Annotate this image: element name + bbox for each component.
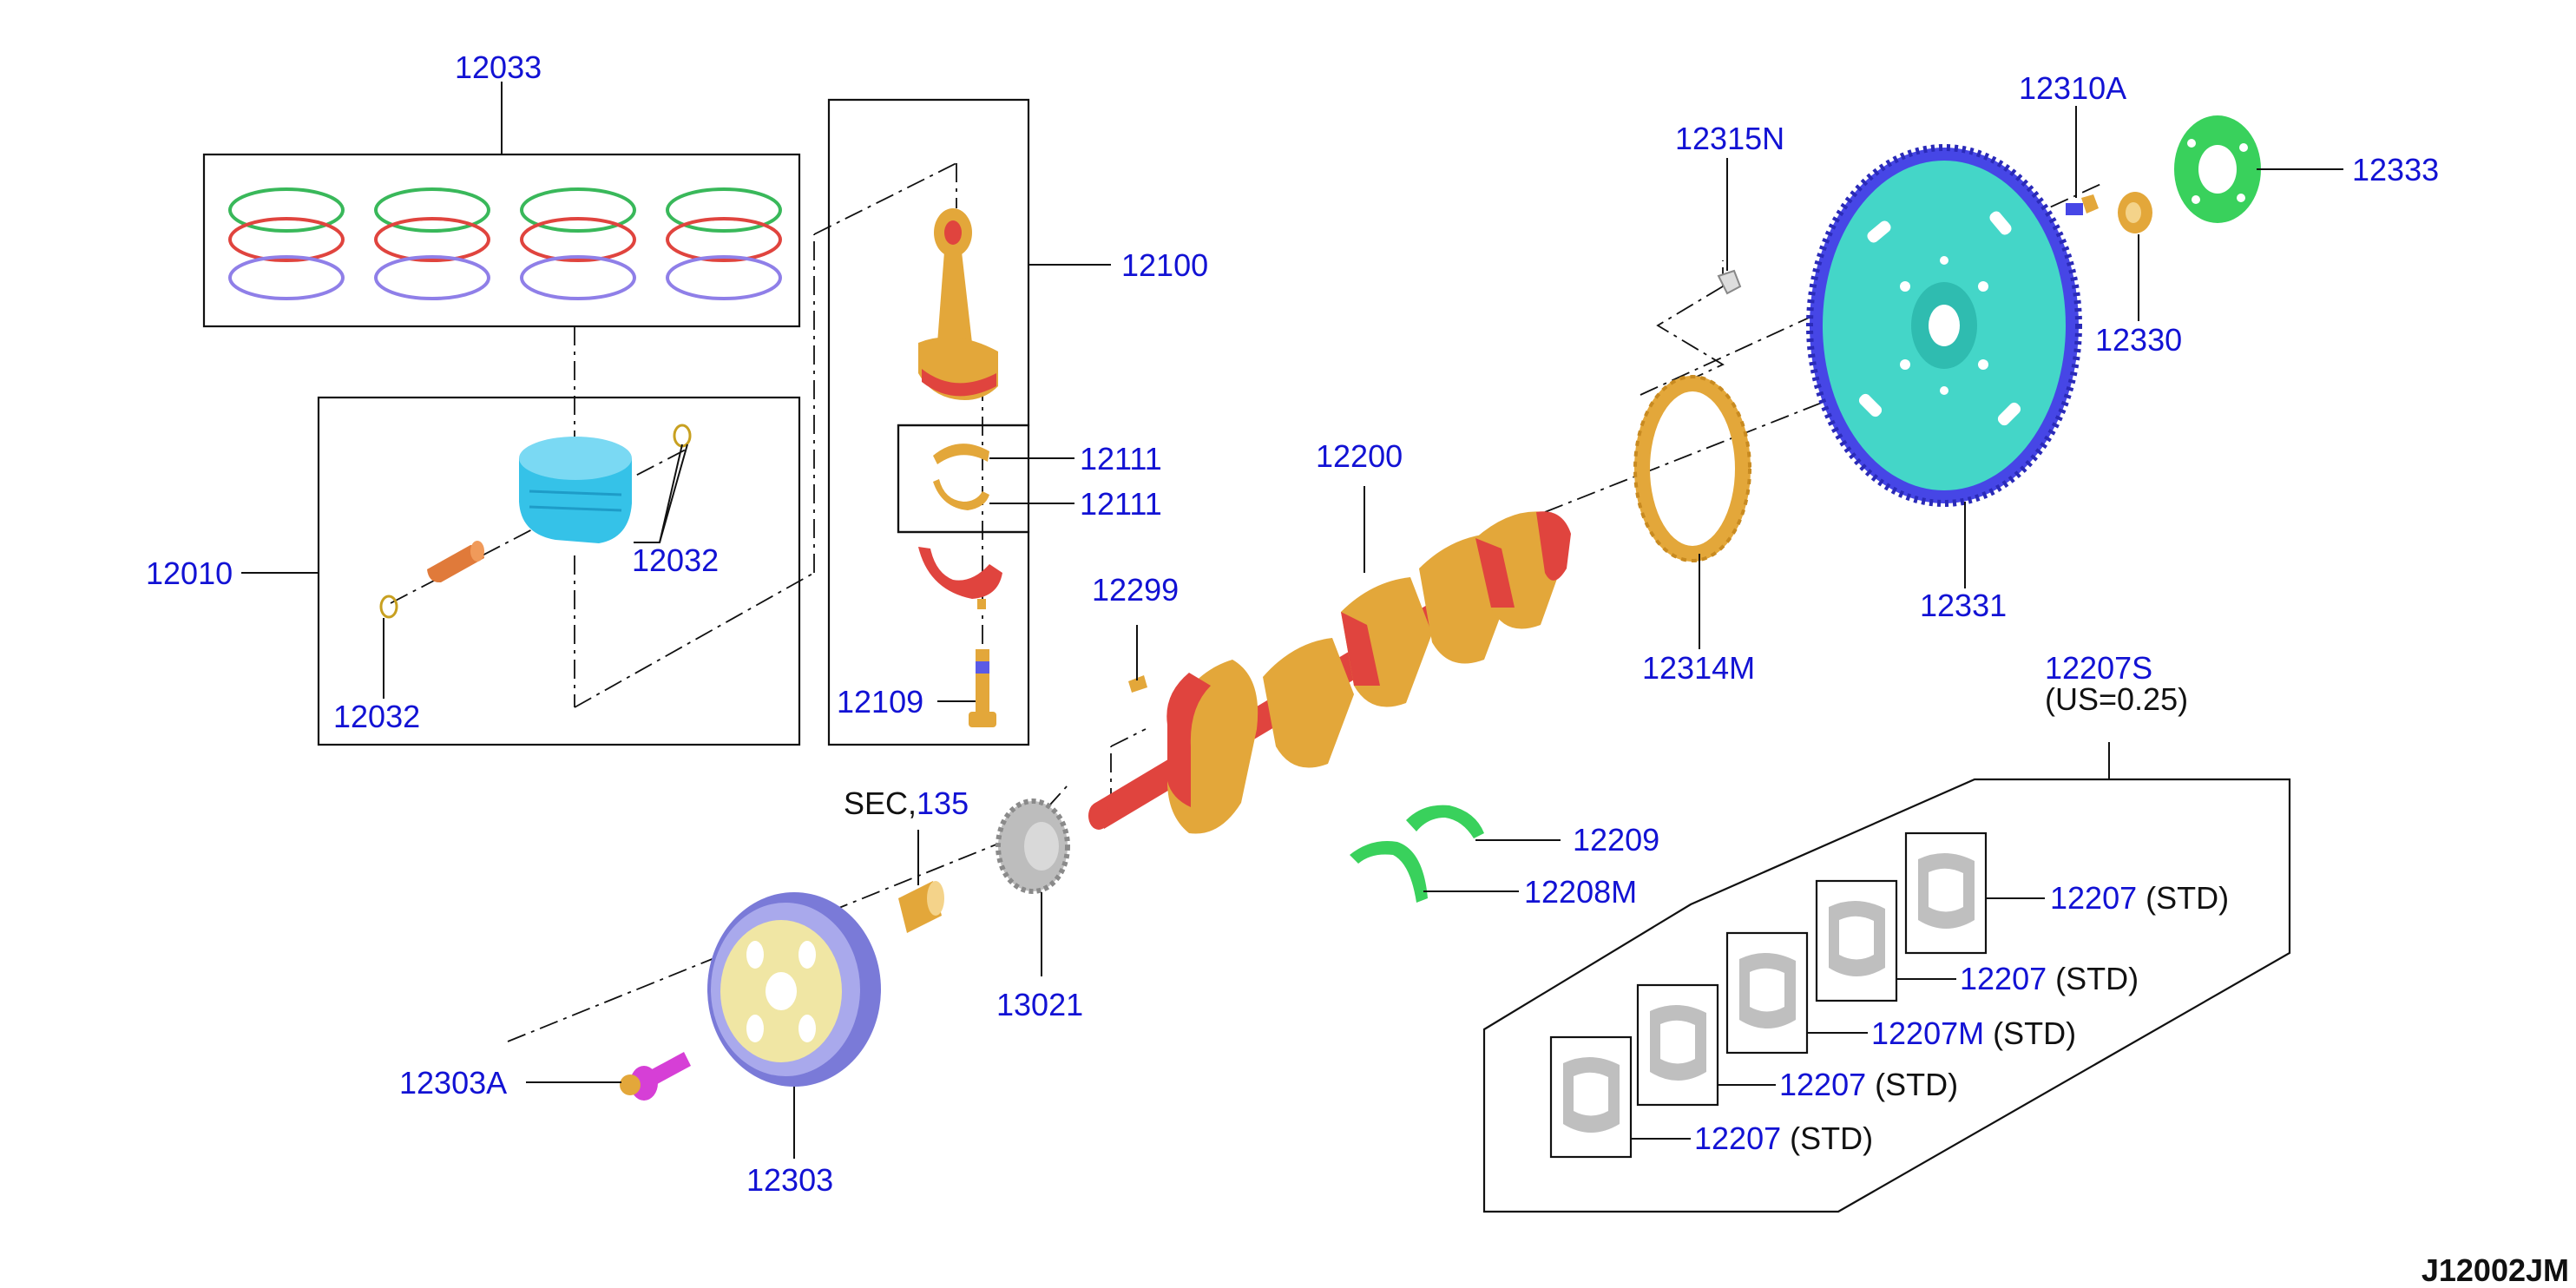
main-bearing-row-4[interactable]: 12207 (STD): [1779, 1067, 1958, 1102]
label-snap-ring-left[interactable]: 12032: [333, 699, 420, 734]
main-bearing-grade-3: (STD): [1993, 1015, 2076, 1051]
label-crankshaft[interactable]: 12200: [1316, 438, 1403, 474]
leader-lines: [241, 82, 2343, 1159]
main-bearing-part-1[interactable]: 12207: [2050, 880, 2137, 916]
drive-plate[interactable]: [1806, 144, 2082, 507]
crankshaft-key[interactable]: [1128, 675, 1147, 693]
label-conrod[interactable]: 12100: [1121, 247, 1208, 283]
main-bearing-grade-1: (STD): [2146, 880, 2229, 916]
label-piston-rings[interactable]: 12033: [455, 49, 542, 85]
label-drive-plate[interactable]: 12331: [1920, 588, 2007, 623]
label-pulley[interactable]: 12303: [746, 1162, 833, 1198]
label-piston[interactable]: 12010: [146, 555, 233, 591]
main-bearing-part-5[interactable]: 12207: [1694, 1120, 1781, 1156]
conrod-bearing-upper[interactable]: [933, 444, 989, 464]
main-bearing-shell-4[interactable]: [1636, 983, 1719, 1107]
main-bearing-shell-2[interactable]: [1815, 879, 1898, 1002]
main-bearing-row-3[interactable]: 12207M(STD): [1871, 1015, 2076, 1051]
sec-prefix: SEC,: [844, 785, 917, 821]
label-conrod-bolt[interactable]: 12109: [837, 684, 923, 720]
main-bearing-part-3[interactable]: 12207M: [1871, 1015, 1984, 1051]
main-bearing-row-5[interactable]: 12207(STD): [1694, 1120, 1873, 1156]
label-plate[interactable]: 12333: [2352, 152, 2439, 187]
thrust-washer-lower[interactable]: [1350, 841, 1428, 903]
conrod-cap[interactable]: [918, 547, 1002, 599]
reluctor-ring[interactable]: [1633, 375, 1751, 562]
bushing[interactable]: [2118, 192, 2152, 233]
flywheel-bolt[interactable]: [1717, 269, 1742, 295]
conrod-bolt[interactable]: [969, 599, 996, 727]
label-thrust-lower[interactable]: 12208M: [1524, 874, 1637, 910]
label-bushing[interactable]: 12330: [2095, 322, 2182, 358]
main-bearing-part-2[interactable]: 12207: [1960, 961, 2047, 996]
conrod-bearing-lower[interactable]: [933, 479, 989, 510]
main-bearing-shell-3[interactable]: [1725, 931, 1809, 1055]
snap-ring-right[interactable]: [673, 424, 692, 448]
label-pulley-bolt[interactable]: 12303A: [399, 1065, 507, 1101]
bushing-bolt[interactable]: [2066, 194, 2099, 215]
main-bearing-grade-2: (STD): [2055, 961, 2139, 996]
main-bearing-row-1[interactable]: 12207(STD): [2050, 880, 2229, 916]
label-sprocket[interactable]: 13021: [996, 987, 1083, 1022]
main-bearing-shells: [1549, 831, 1988, 1159]
main-bearing-grade-4: (STD): [1875, 1067, 1958, 1102]
spacer-plate[interactable]: [2174, 115, 2261, 223]
label-bearing-lower[interactable]: 12111: [1080, 486, 1162, 522]
piston[interactable]: [519, 437, 632, 543]
piston-ring-box: [202, 153, 801, 328]
thrust-washer-upper[interactable]: [1406, 805, 1484, 838]
snap-ring-left[interactable]: [379, 595, 398, 619]
label-reluctor-ring[interactable]: 12314M: [1642, 650, 1755, 686]
label-sec-reference[interactable]: SEC,135: [844, 785, 969, 821]
main-bearing-shell-5[interactable]: [1549, 1035, 1633, 1159]
piston-rings[interactable]: [228, 187, 782, 300]
label-key[interactable]: 12299: [1092, 572, 1179, 608]
label-snap-ring-right[interactable]: 12032: [632, 542, 719, 578]
main-bearing-grade-5: (STD): [1790, 1120, 1873, 1156]
main-bearing-box: [1482, 778, 2291, 1213]
main-bearing-shell-1[interactable]: [1904, 831, 1988, 955]
crank-pulley[interactable]: [707, 892, 881, 1087]
connecting-rod[interactable]: [918, 208, 998, 400]
label-bushing-bolt[interactable]: 12310A: [2019, 70, 2126, 106]
sec-number[interactable]: 135: [917, 785, 969, 821]
bearing-inner-box: [897, 424, 1030, 534]
label-bearing-upper[interactable]: 12111: [1080, 441, 1162, 476]
label-flywheel-bolt[interactable]: 12315N: [1675, 121, 1784, 156]
timing-sleeve[interactable]: [898, 881, 944, 933]
crank-sprocket[interactable]: [996, 798, 1070, 894]
crankshaft[interactable]: [1088, 511, 1571, 834]
drawing-code: J12002JM: [2422, 1252, 2569, 1288]
crank-pulley-bolt[interactable]: [620, 1052, 691, 1101]
main-bearing-row-2[interactable]: 12207(STD): [1960, 961, 2139, 996]
main-bearing-set-note: (US=0.25): [2045, 681, 2188, 717]
piston-pin[interactable]: [427, 541, 484, 583]
piston-box: [317, 396, 801, 746]
main-bearing-part-4[interactable]: 12207: [1779, 1067, 1866, 1102]
label-main-bearing-set[interactable]: 12207S: [2045, 650, 2152, 686]
label-thrust-upper[interactable]: 12209: [1573, 822, 1659, 858]
conrod-box: [827, 98, 1030, 746]
